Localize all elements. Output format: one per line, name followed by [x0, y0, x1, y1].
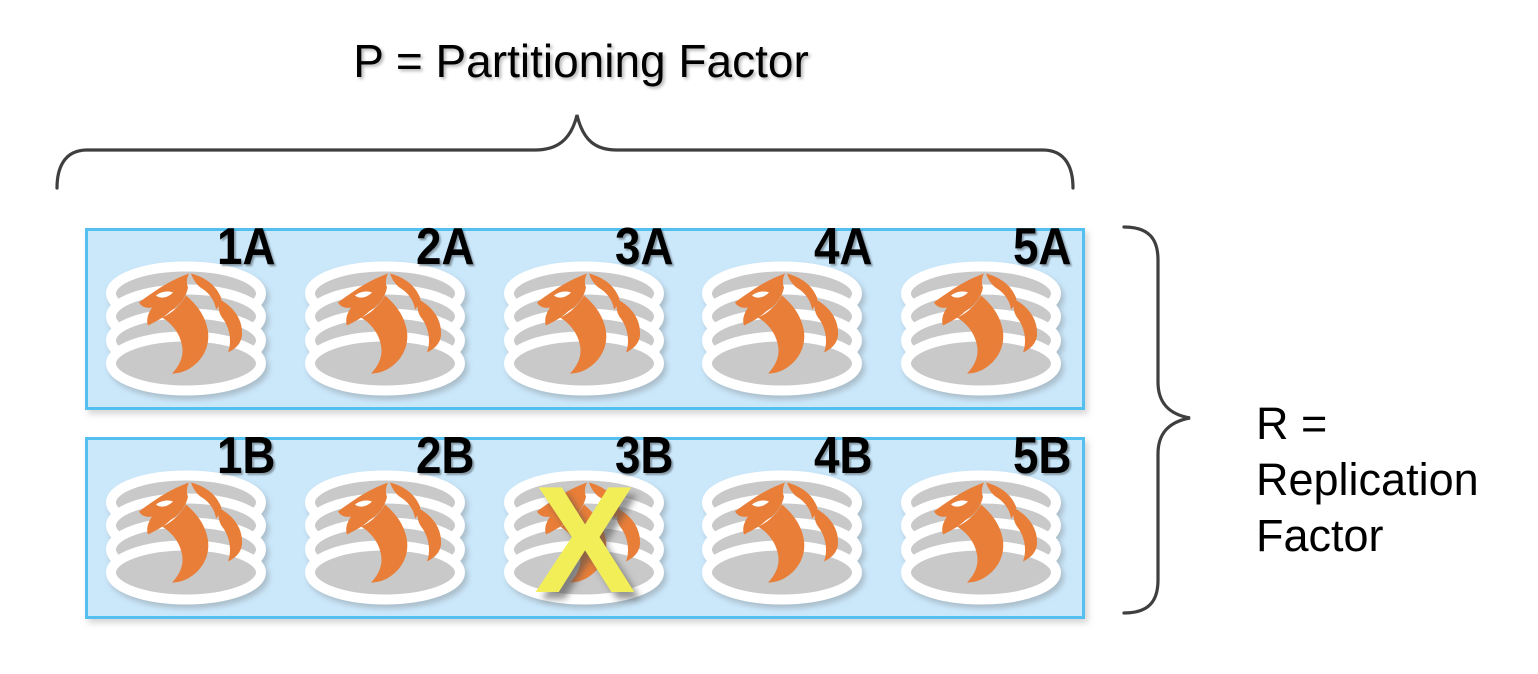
db-node-2b: 2B: [287, 430, 486, 616]
db-node-2a: 2A: [287, 221, 486, 407]
node-label: 4B: [813, 427, 873, 485]
partitioning-brace: [55, 114, 1075, 190]
database-dragon-icon: [496, 255, 672, 401]
node-label: 5A: [1012, 218, 1071, 276]
node-label: 3B: [614, 427, 674, 485]
db-cluster-row-b: 1B 2B 3B X 4B 5B: [85, 430, 1085, 619]
db-cluster-row-a: 1A 2A 3A 4A 5A: [85, 221, 1085, 410]
db-node-1b: 1B: [88, 430, 287, 616]
replication-factor-label: R = Replication Factor: [1256, 396, 1479, 564]
db-node-4b: 4B: [684, 430, 883, 616]
db-node-3b: 3B X: [486, 430, 685, 616]
page-title: P = Partitioning Factor: [353, 35, 809, 87]
replication-brace: [1122, 225, 1191, 615]
db-node-5b: 5B: [883, 430, 1082, 616]
database-dragon-icon: [98, 255, 274, 401]
db-node-3a: 3A: [486, 221, 685, 407]
database-dragon-icon: [98, 464, 274, 610]
database-dragon-icon: [297, 464, 473, 610]
db-node-5a: 5A: [883, 221, 1082, 407]
database-dragon-icon: [694, 464, 870, 610]
node-label: 1B: [217, 427, 276, 485]
database-dragon-icon: [496, 464, 672, 610]
database-dragon-icon: [893, 464, 1069, 610]
db-node-4a: 4A: [684, 221, 883, 407]
node-label: 4A: [813, 218, 873, 276]
node-label: 2A: [416, 218, 475, 276]
database-dragon-icon: [297, 255, 473, 401]
database-dragon-icon: [893, 255, 1069, 401]
database-dragon-icon: [694, 255, 870, 401]
node-label: 2B: [416, 427, 475, 485]
replication-label-line-1: R =: [1256, 398, 1328, 449]
replication-label-line-3: Factor: [1256, 510, 1384, 561]
db-node-1a: 1A: [88, 221, 287, 407]
node-label: 3A: [614, 218, 674, 276]
replication-label-line-2: Replication: [1256, 454, 1479, 505]
node-label: 5B: [1012, 427, 1071, 485]
node-label: 1A: [217, 218, 276, 276]
